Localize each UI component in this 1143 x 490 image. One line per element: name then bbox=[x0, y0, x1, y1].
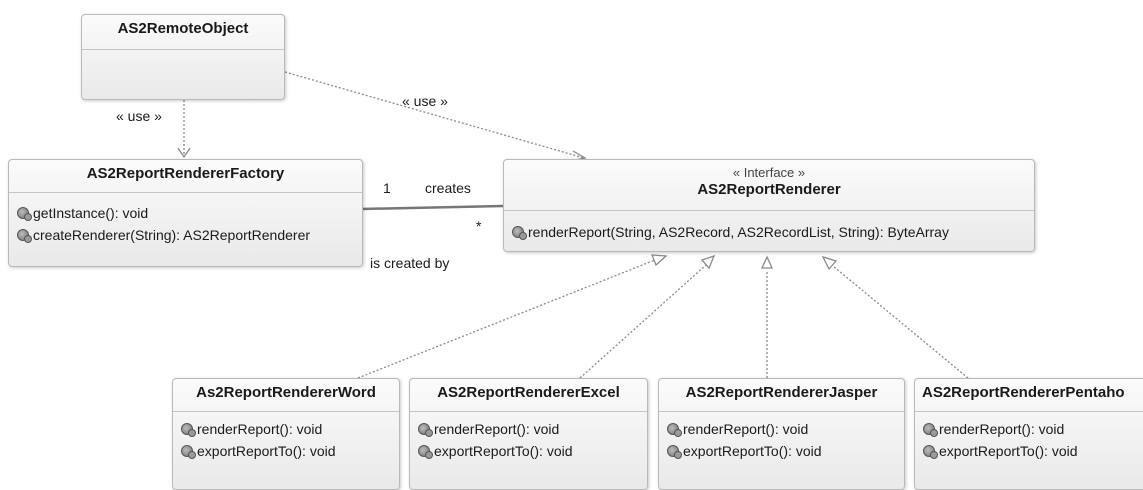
use-dependency-remote-to-renderer bbox=[284, 71, 585, 159]
interface-as2reportrenderer[interactable]: « Interface » AS2ReportRenderer renderRe… bbox=[503, 159, 1035, 252]
operations-list: renderReport(): void exportReportTo(): v… bbox=[667, 418, 902, 462]
class-as2reportrendererword[interactable]: As2ReportRendererWord renderReport(): vo… bbox=[172, 378, 400, 490]
operation-item[interactable]: renderReport(): void bbox=[923, 418, 1143, 440]
operation-item[interactable]: renderReport(): void bbox=[418, 418, 645, 440]
use-label-renderer: « use » bbox=[402, 93, 448, 109]
operation-item[interactable]: exportReportTo(): void bbox=[418, 440, 645, 462]
operation-icon bbox=[181, 423, 196, 437]
class-separator bbox=[410, 411, 647, 412]
class-name: AS2ReportRenderer bbox=[697, 181, 841, 198]
realization-word bbox=[357, 259, 656, 379]
class-separator bbox=[659, 411, 904, 412]
operations-list: renderReport(): void exportReportTo(): v… bbox=[923, 418, 1143, 462]
class-separator bbox=[82, 49, 284, 50]
realization-pentaho bbox=[832, 265, 969, 379]
class-name: AS2ReportRendererFactory bbox=[86, 165, 285, 182]
use-dependency-arrowhead-1 bbox=[177, 147, 191, 159]
operation-icon bbox=[667, 423, 682, 437]
operations-list: renderReport(String, AS2Record, AS2Recor… bbox=[512, 221, 1032, 243]
class-as2reportrendererpentaho[interactable]: AS2ReportRendererPentaho renderReport():… bbox=[914, 378, 1143, 490]
operation-item[interactable]: renderReport(): void bbox=[667, 418, 902, 440]
class-name: AS2ReportRendererJasper bbox=[685, 384, 878, 401]
creates-association-line bbox=[360, 204, 504, 211]
interface-stereotype: « Interface » bbox=[732, 165, 806, 180]
multiplicity-many: * bbox=[476, 218, 482, 234]
operation-item[interactable]: renderReport(): void bbox=[181, 418, 397, 440]
realization-arrowhead-excel bbox=[700, 254, 716, 270]
operation-item[interactable]: exportReportTo(): void bbox=[181, 440, 397, 462]
operation-icon bbox=[512, 226, 527, 240]
multiplicity-one: 1 bbox=[383, 180, 391, 196]
class-separator bbox=[915, 411, 1143, 412]
operation-icon bbox=[418, 445, 433, 459]
class-as2reportrendererexcel[interactable]: AS2ReportRendererExcel renderReport(): v… bbox=[409, 378, 648, 490]
operation-icon bbox=[923, 445, 938, 459]
relationship-lines bbox=[177, 71, 969, 379]
operation-item[interactable]: getInstance(): void bbox=[17, 202, 360, 224]
class-name: As2ReportRendererWord bbox=[196, 384, 376, 401]
class-as2remoteobject[interactable]: AS2RemoteObject bbox=[81, 14, 285, 100]
realization-excel bbox=[579, 264, 707, 379]
realization-arrowhead-word bbox=[651, 254, 668, 267]
operation-item[interactable]: renderReport(String, AS2Record, AS2Recor… bbox=[512, 221, 1032, 243]
operation-icon bbox=[17, 229, 32, 243]
realization-arrowhead-pentaho bbox=[821, 255, 838, 271]
is-created-by-label: is created by bbox=[370, 255, 450, 271]
realization-arrowhead-jasper bbox=[760, 255, 774, 269]
class-name: AS2ReportRendererPentaho bbox=[922, 384, 1125, 401]
use-label-factory: « use » bbox=[116, 108, 162, 124]
operation-icon bbox=[667, 445, 682, 459]
operations-list: renderReport(): void exportReportTo(): v… bbox=[418, 418, 645, 462]
operation-icon bbox=[923, 423, 938, 437]
operation-icon bbox=[181, 445, 196, 459]
class-as2reportrendererjasper[interactable]: AS2ReportRendererJasper renderReport(): … bbox=[658, 378, 905, 490]
class-separator bbox=[9, 192, 362, 193]
class-name: AS2RemoteObject bbox=[117, 20, 249, 37]
creates-label: creates bbox=[425, 180, 471, 196]
operation-icon bbox=[17, 207, 32, 221]
class-separator bbox=[504, 210, 1034, 211]
class-name: AS2ReportRendererExcel bbox=[437, 384, 620, 401]
class-separator bbox=[173, 411, 399, 412]
class-as2reportrendererfactory[interactable]: AS2ReportRendererFactory getInstance(): … bbox=[8, 159, 363, 267]
operation-item[interactable]: createRenderer(String): AS2ReportRendere… bbox=[17, 224, 360, 246]
operations-list: getInstance(): void createRenderer(Strin… bbox=[17, 202, 360, 246]
operation-item[interactable]: exportReportTo(): void bbox=[923, 440, 1143, 462]
operation-item[interactable]: exportReportTo(): void bbox=[667, 440, 902, 462]
operations-list: renderReport(): void exportReportTo(): v… bbox=[181, 418, 397, 462]
operation-icon bbox=[418, 423, 433, 437]
